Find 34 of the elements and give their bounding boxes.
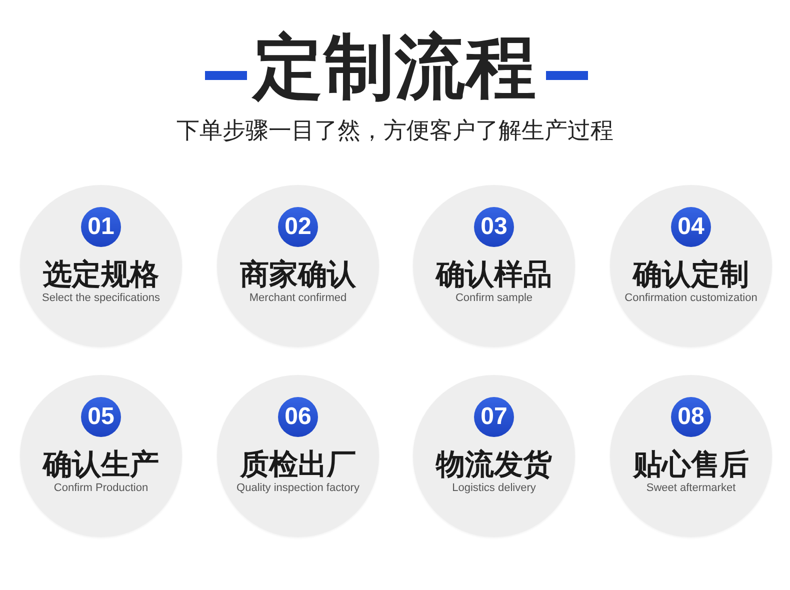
step-title: 确认定制 xyxy=(633,258,749,290)
step-title: 选定规格 xyxy=(43,258,159,290)
step-subtitle: Confirmation customization xyxy=(624,291,758,305)
number-badge xyxy=(278,397,318,437)
step-subtitle: Confirm Production xyxy=(54,481,148,495)
step-subtitle: Merchant confirmed xyxy=(249,291,347,305)
step-subtitle: Sweet aftermarket xyxy=(646,481,736,495)
step-title: 质检出厂 xyxy=(240,448,356,480)
number-badge xyxy=(278,207,318,247)
step-title: 商家确认 xyxy=(240,258,356,290)
step-number: 07 xyxy=(480,404,508,430)
step-subtitle: Logistics delivery xyxy=(452,481,536,495)
step-subtitle: Select the specifications xyxy=(42,291,160,305)
step-title: 物流发货 xyxy=(436,448,552,480)
step-subtitle: Confirm sample xyxy=(455,291,533,305)
step-number: 06 xyxy=(284,404,312,430)
number-badge xyxy=(474,397,514,437)
number-badge xyxy=(81,397,121,437)
step-number: 05 xyxy=(88,404,114,430)
number-badge xyxy=(671,397,711,437)
step-title: 贴心售后 xyxy=(633,448,749,480)
number-badge xyxy=(81,207,121,247)
step-title: 确认生产 xyxy=(43,448,159,480)
step-title: 确认样品 xyxy=(436,258,552,290)
step-subtitle: Quality inspection factory xyxy=(236,481,360,495)
step-number: 02 xyxy=(284,214,312,240)
step-number: 08 xyxy=(678,404,704,430)
step-number: 01 xyxy=(88,214,114,240)
subtitle: 下单步骤一目了然，方便客户了解生产过程 xyxy=(176,118,614,145)
number-badge xyxy=(671,207,711,247)
title: 定制流程 xyxy=(253,27,537,107)
number-badge xyxy=(474,207,514,247)
step-number: 03 xyxy=(480,214,508,240)
step-number: 04 xyxy=(678,214,704,240)
